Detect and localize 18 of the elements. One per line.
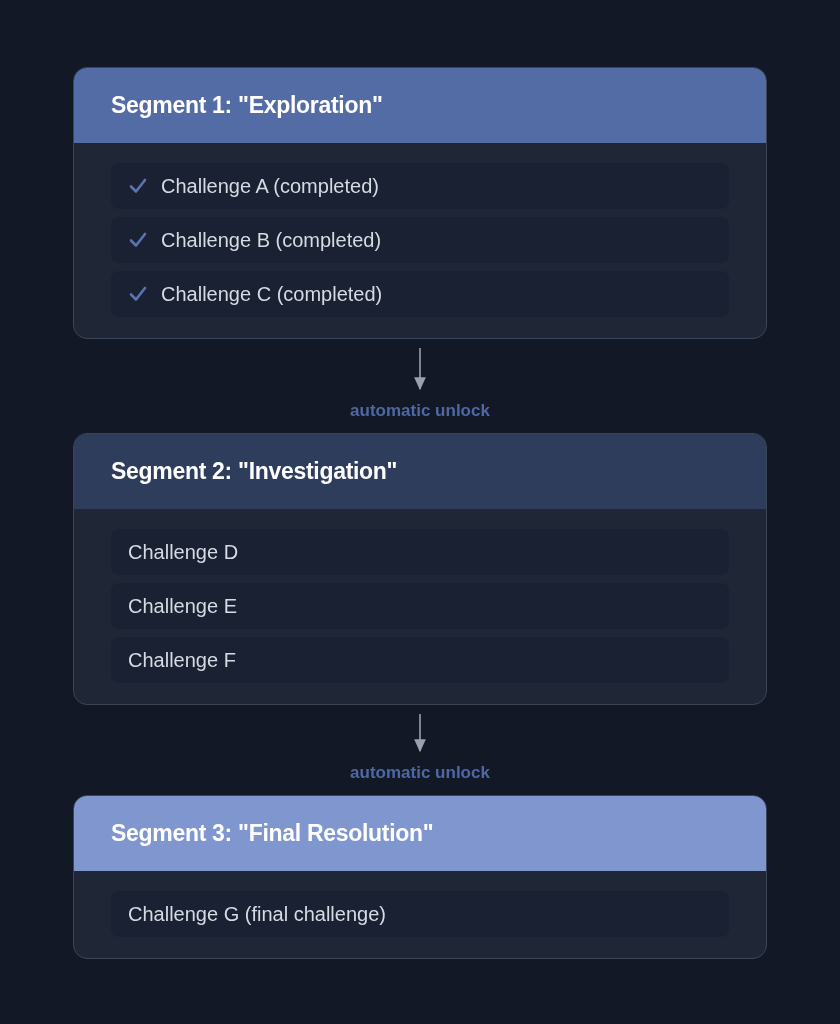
challenge-label: Challenge D <box>128 540 239 564</box>
challenge-label: Challenge A (completed) <box>161 174 379 198</box>
arrow <box>414 713 426 753</box>
arrow <box>414 347 426 391</box>
challenge-label: Challenge F <box>128 648 236 672</box>
challenge-label: Challenge C (completed) <box>161 282 383 306</box>
challenge-label: Challenge G (final challenge) <box>128 902 386 926</box>
challenge-label: Challenge E <box>128 594 237 618</box>
segment-card <box>73 433 767 705</box>
card-header: Segment 2: "Investigation" <box>74 434 766 509</box>
challenge-label: Challenge B (completed) <box>161 228 382 252</box>
challenge-row <box>111 271 729 317</box>
segment-card <box>73 67 767 339</box>
challenge-row <box>111 217 729 263</box>
card-header: Segment 1: "Exploration" <box>74 68 766 143</box>
card-header: Segment 3: "Final Resolution" <box>74 796 766 871</box>
challenge-row <box>111 163 729 209</box>
segment-card <box>73 795 767 959</box>
